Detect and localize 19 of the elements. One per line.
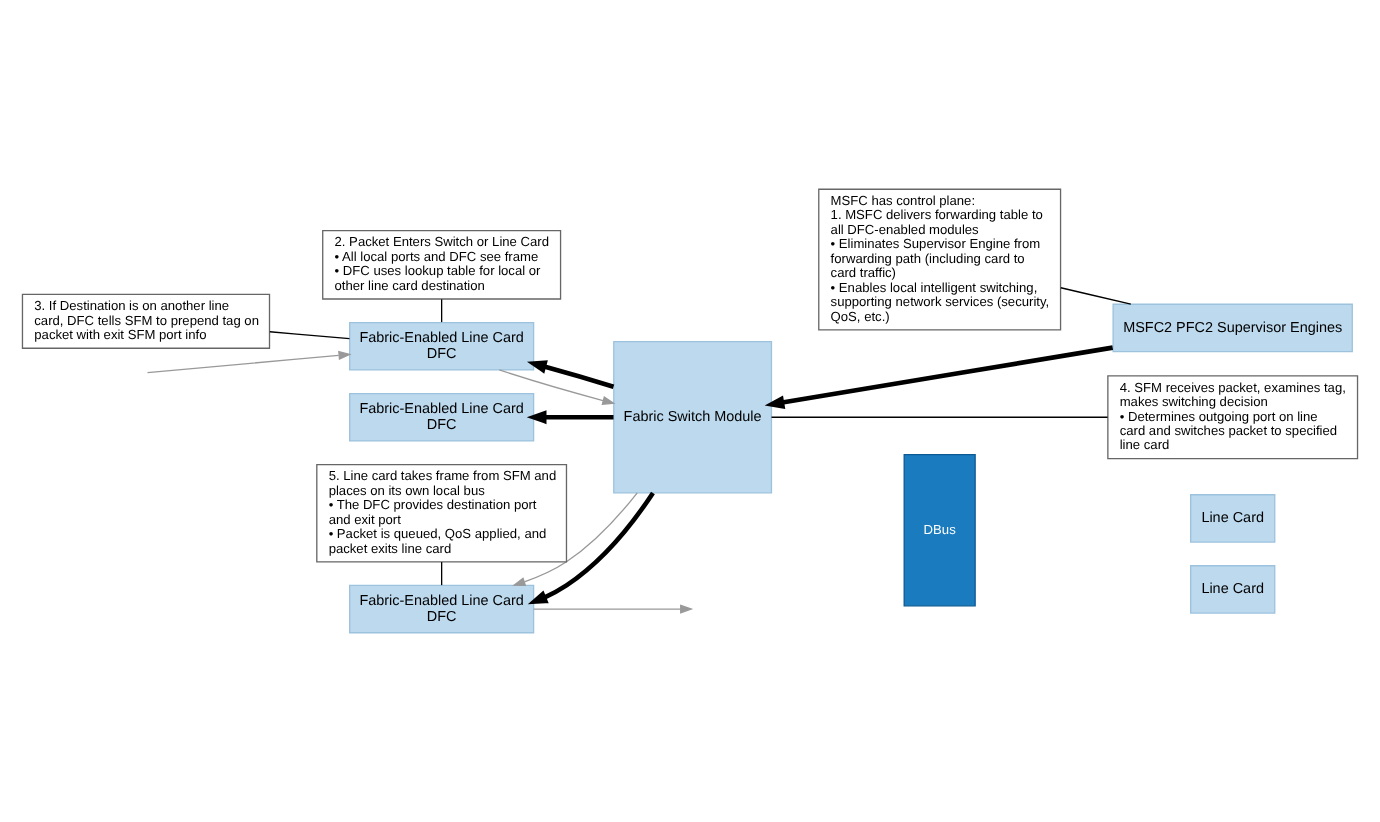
arrow bbox=[526, 410, 614, 425]
arrow bbox=[146, 350, 352, 374]
node-box: MSFC2 PFC2 Supervisor Engines bbox=[1112, 303, 1353, 353]
node-box: Fabric-Enabled Line Card DFC bbox=[349, 321, 535, 371]
arrow bbox=[533, 604, 694, 614]
node-box: Fabric-Enabled Line Card DFC bbox=[349, 392, 535, 442]
connector bbox=[1060, 287, 1132, 305]
connector bbox=[441, 298, 443, 323]
node-box: Fabric Switch Module bbox=[613, 341, 773, 494]
node-box: Line Card bbox=[1190, 565, 1276, 614]
arrow bbox=[764, 345, 1114, 410]
node-box: Fabric-Enabled Line Card DFC bbox=[349, 584, 535, 634]
connector bbox=[770, 416, 1109, 418]
arrow bbox=[526, 360, 615, 389]
arrow bbox=[512, 492, 638, 587]
arrow bbox=[527, 491, 655, 605]
node-box: Line Card bbox=[1190, 494, 1276, 543]
connector bbox=[441, 561, 443, 586]
connector bbox=[269, 331, 351, 340]
